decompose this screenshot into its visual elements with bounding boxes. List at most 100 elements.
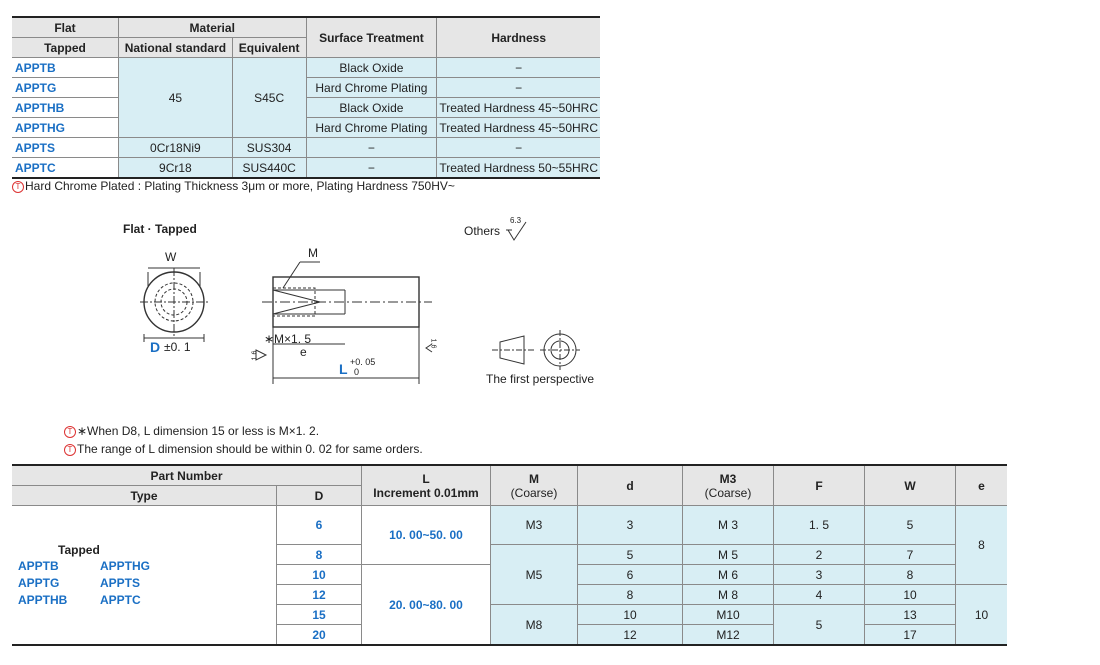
- header-equivalent: Equivalent: [231, 37, 306, 58]
- drawing-title: Flat · Tapped: [123, 222, 197, 236]
- d8-note-text: ∗When D8, L dimension 15 or less is M×1.…: [77, 424, 320, 438]
- note-icon: T: [64, 425, 76, 438]
- m3-value: M 5: [682, 544, 774, 565]
- roughness-right: 1.6: [429, 338, 437, 349]
- f-value: 3: [773, 564, 865, 585]
- type-block: Tapped APPTB APPTHG APPTG APPTS APPTHB A…: [12, 505, 277, 646]
- hardness-cell: −: [436, 77, 600, 98]
- header-l: L Increment 0.01mm: [361, 465, 491, 506]
- roughness-left: 1.6: [251, 350, 259, 361]
- national-cell: 0Cr18Ni9: [117, 137, 233, 158]
- e-value: 8: [955, 505, 1007, 585]
- label-m: M: [308, 246, 318, 260]
- header-m3-label: M3: [719, 471, 737, 486]
- header-w: W: [864, 465, 956, 506]
- m3-value: M 3: [682, 505, 774, 545]
- equivalent-cell: S45C: [231, 57, 307, 138]
- header-flat: Flat: [12, 17, 119, 38]
- w-value: 10: [864, 584, 956, 605]
- label-d: D: [150, 339, 161, 355]
- m3-value: M12: [682, 624, 774, 645]
- header-m-sub: (Coarse): [510, 485, 558, 500]
- header-m3: M3 (Coarse): [682, 465, 774, 506]
- type-cell: APPTHB: [12, 97, 119, 118]
- header-surface: Surface Treatment: [305, 17, 438, 58]
- label-e: e: [300, 345, 307, 359]
- others-label: Others: [464, 224, 501, 238]
- w-value: 5: [864, 505, 956, 545]
- f-value: 1. 5: [773, 505, 865, 545]
- f-value: 2: [773, 544, 865, 565]
- type-name: APPTB: [18, 559, 59, 573]
- type-name: APPTC: [100, 593, 141, 607]
- l-range: 20. 00~80. 00: [361, 564, 491, 646]
- type-cell: APPTC: [12, 157, 119, 178]
- type-name: APPTHB: [18, 593, 68, 607]
- header-l-label: L: [422, 471, 430, 486]
- d-value: 20: [276, 624, 362, 645]
- hardness-cell: Treated Hardness 50~55HRC: [436, 157, 600, 178]
- national-cell: 9Cr18: [117, 157, 233, 178]
- equivalent-cell: SUS440C: [231, 157, 307, 178]
- m-value: M8: [490, 604, 578, 646]
- w-value: 17: [864, 624, 956, 645]
- header-m-label: M: [529, 471, 539, 486]
- range-note-text: The range of L dimension should be withi…: [77, 442, 423, 456]
- m-value: M5: [490, 544, 578, 605]
- hardness-cell: −: [436, 137, 600, 158]
- surface-cell: Hard Chrome Plating: [305, 77, 438, 98]
- tapped-label: Tapped: [58, 543, 100, 557]
- type-name: APPTS: [100, 576, 141, 590]
- projection-symbol-cone: [499, 335, 525, 365]
- surface-cell: −: [305, 157, 438, 178]
- header-hardness: Hardness: [436, 17, 600, 58]
- header-e: e: [955, 465, 1007, 506]
- plating-note-text: Hard Chrome Plated : Plating Thickness 3…: [25, 179, 455, 193]
- m3-value: M 8: [682, 584, 774, 605]
- material-table: Flat Material Surface Treatment Hardness…: [12, 16, 600, 179]
- d-dim: 8: [577, 584, 683, 605]
- perspective-label: The first perspective: [486, 372, 595, 386]
- d8-note: T∗When D8, L dimension 15 or less is M×1…: [64, 424, 319, 438]
- hardness-cell: Treated Hardness 45~50HRC: [436, 97, 600, 118]
- national-cell: 45: [117, 57, 233, 138]
- f-value: 5: [773, 604, 865, 646]
- header-type: Type: [12, 485, 277, 506]
- type-name: APPTG: [18, 576, 60, 590]
- roughness-symbol: [507, 221, 527, 241]
- header-f: F: [773, 465, 865, 506]
- header-d: d: [577, 465, 683, 506]
- d-dim: 5: [577, 544, 683, 565]
- header-part-number: Part Number: [12, 465, 362, 486]
- tolerance-l-upper: +0. 05: [350, 357, 376, 367]
- hardness-cell: Treated Hardness 45~50HRC: [436, 117, 600, 138]
- note-icon: T: [64, 443, 76, 456]
- surface-cell: −: [305, 137, 438, 158]
- technical-drawing: [140, 221, 580, 384]
- d-dim: 6: [577, 564, 683, 585]
- w-value: 8: [864, 564, 956, 585]
- label-l: L: [339, 361, 348, 377]
- d-dim: 12: [577, 624, 683, 645]
- w-value: 7: [864, 544, 956, 565]
- tolerance-d: ±0. 1: [164, 340, 191, 354]
- header-tapped: Tapped: [12, 37, 119, 58]
- label-mx: ∗M×1. 5: [264, 332, 312, 346]
- part-number-table: Part Number L Increment 0.01mm M (Coarse…: [12, 464, 1007, 646]
- roughness-value: 6.3: [510, 216, 522, 225]
- f-value: 4: [773, 584, 865, 605]
- tolerance-l-lower: 0: [354, 367, 360, 377]
- m3-value: M 6: [682, 564, 774, 585]
- m3-value: M10: [682, 604, 774, 625]
- hardness-cell: −: [436, 57, 600, 78]
- header-d-col: D: [276, 485, 362, 506]
- header-m3-sub: (Coarse): [704, 485, 752, 500]
- d-dim: 3: [577, 505, 683, 545]
- w-value: 13: [864, 604, 956, 625]
- d-dim: 10: [577, 604, 683, 625]
- type-cell: APPTS: [12, 137, 119, 158]
- d-value: 15: [276, 604, 362, 625]
- note-icon: T: [12, 180, 24, 193]
- header-m: M (Coarse): [490, 465, 578, 506]
